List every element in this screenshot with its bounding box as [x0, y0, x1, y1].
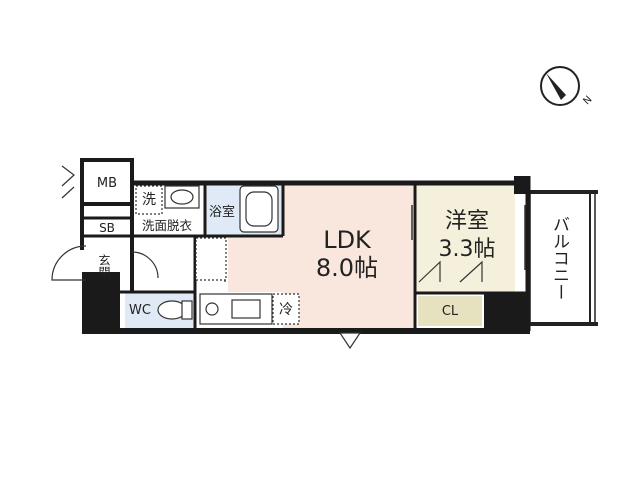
wall-block-top-right: [514, 176, 530, 194]
fridge-label: 冷: [279, 302, 293, 318]
wall-block-left: [82, 272, 120, 331]
ldk-size: 8.0帖: [316, 254, 378, 282]
mb-box-outline: [80, 158, 134, 206]
bath-label: 浴室: [209, 204, 235, 220]
balcony-label: バルコニー: [549, 216, 569, 301]
washroom-label: 洗面脱衣: [142, 218, 193, 233]
stove-burner-icon: [205, 302, 219, 316]
entrance-hall-area: [195, 237, 227, 281]
wall-block-right: [484, 293, 530, 331]
western-door-icon: [418, 260, 441, 283]
compass-north-label: N: [581, 94, 594, 107]
western-room-label: 洋室: [445, 209, 489, 234]
compass-arrow-icon: [546, 73, 566, 100]
entrance-door-icon: [51, 245, 87, 281]
closet-door-icon: [459, 260, 483, 283]
closet-label: CL: [442, 304, 459, 319]
shoe-box-label: SB: [99, 221, 115, 235]
meter-box-label: MB: [97, 176, 117, 191]
entrance-label: 玄関: [97, 253, 111, 278]
compass: N: [540, 66, 595, 107]
toilet-door-icon: [131, 251, 159, 279]
toilet-label: WC: [129, 303, 151, 318]
compass-circle: [540, 66, 580, 106]
mb-door-icon: [61, 165, 75, 187]
laundry-label: 洗: [142, 192, 156, 208]
fridge-space-icon: [272, 293, 300, 325]
ldk-floor: [283, 183, 413, 328]
washing-machine-space-icon: [135, 185, 163, 215]
fixtures: [135, 185, 300, 325]
kitchen-sink-icon: [231, 299, 261, 319]
washbasin-bowl-icon: [170, 189, 194, 205]
sliding-doors: [411, 205, 526, 270]
western-room-size: 3.3帖: [439, 237, 496, 262]
ldk-floor-extension: [228, 236, 283, 292]
mb-door-icon-2: [61, 186, 75, 199]
toilet-tank-icon: [181, 300, 193, 320]
ldk-label: LDK: [323, 226, 372, 254]
closet-floor: [418, 296, 482, 326]
bathtub-inner-icon: [245, 191, 273, 227]
balcony: バルコニー: [529, 190, 598, 326]
western-room-floor: [415, 183, 515, 293]
entrance-arrow-icon: [338, 332, 362, 350]
